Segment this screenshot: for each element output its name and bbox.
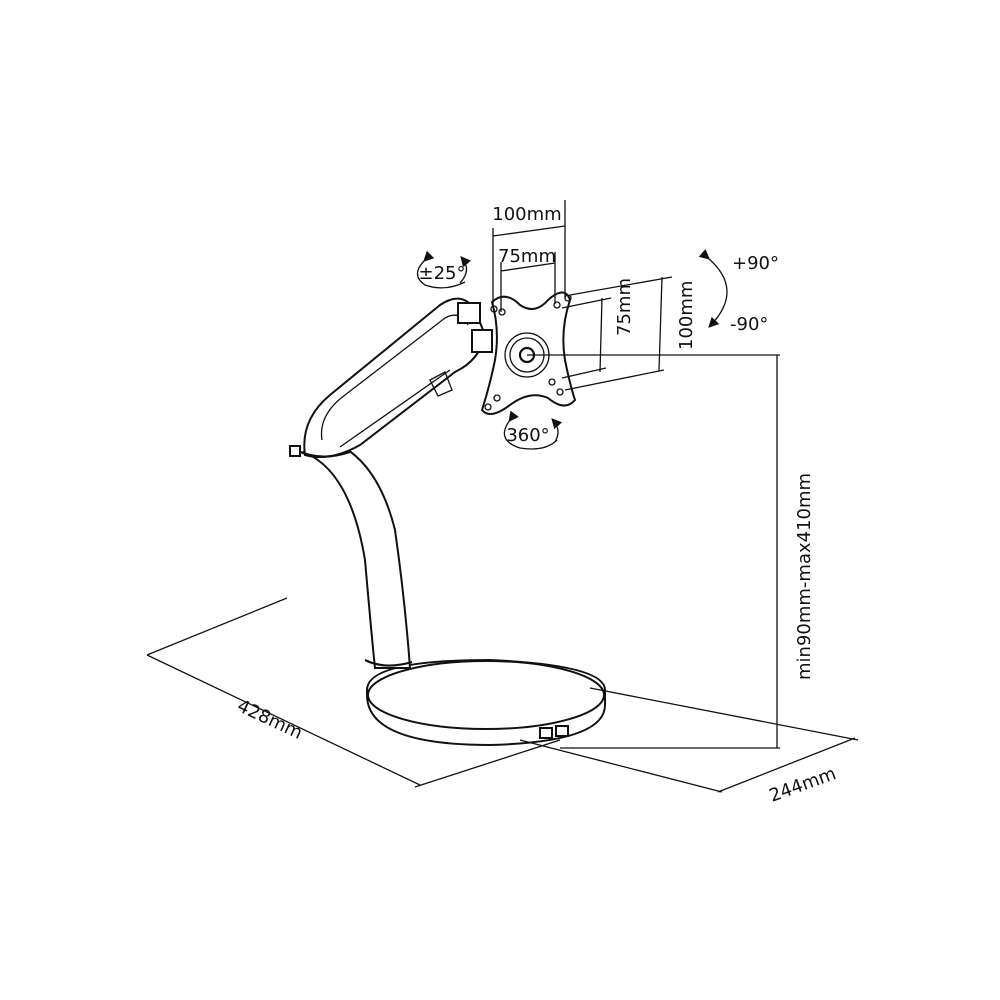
base-width-dimension <box>519 687 859 793</box>
height-range-label: min90mm-max410mm <box>794 473 815 680</box>
tilt-down-label: -90° <box>730 314 768 335</box>
vesa-75mm-vertical-label: 75mm <box>614 278 635 336</box>
tilt-up-label: +90° <box>732 253 779 274</box>
vesa-horizontal-dimensions <box>492 200 566 312</box>
swivel-angle-label: ±25° <box>419 263 466 284</box>
stand-column <box>302 446 413 669</box>
base-width-label: 244mm <box>767 763 839 806</box>
vesa-75mm-horizontal-label: 75mm <box>498 246 556 267</box>
vesa-plate <box>480 291 577 415</box>
gas-spring-arm <box>289 297 493 458</box>
rotation-angle-label: 360° <box>506 425 549 446</box>
vesa-100mm-horizontal-label: 100mm <box>492 204 561 225</box>
tilt-arrow-icon <box>698 248 728 328</box>
base-depth-label: 428mm <box>234 695 306 743</box>
vesa-100mm-vertical-label: 100mm <box>676 281 697 350</box>
stand-base <box>366 658 606 747</box>
height-dimension <box>527 354 780 749</box>
base-depth-dimension <box>146 597 561 788</box>
